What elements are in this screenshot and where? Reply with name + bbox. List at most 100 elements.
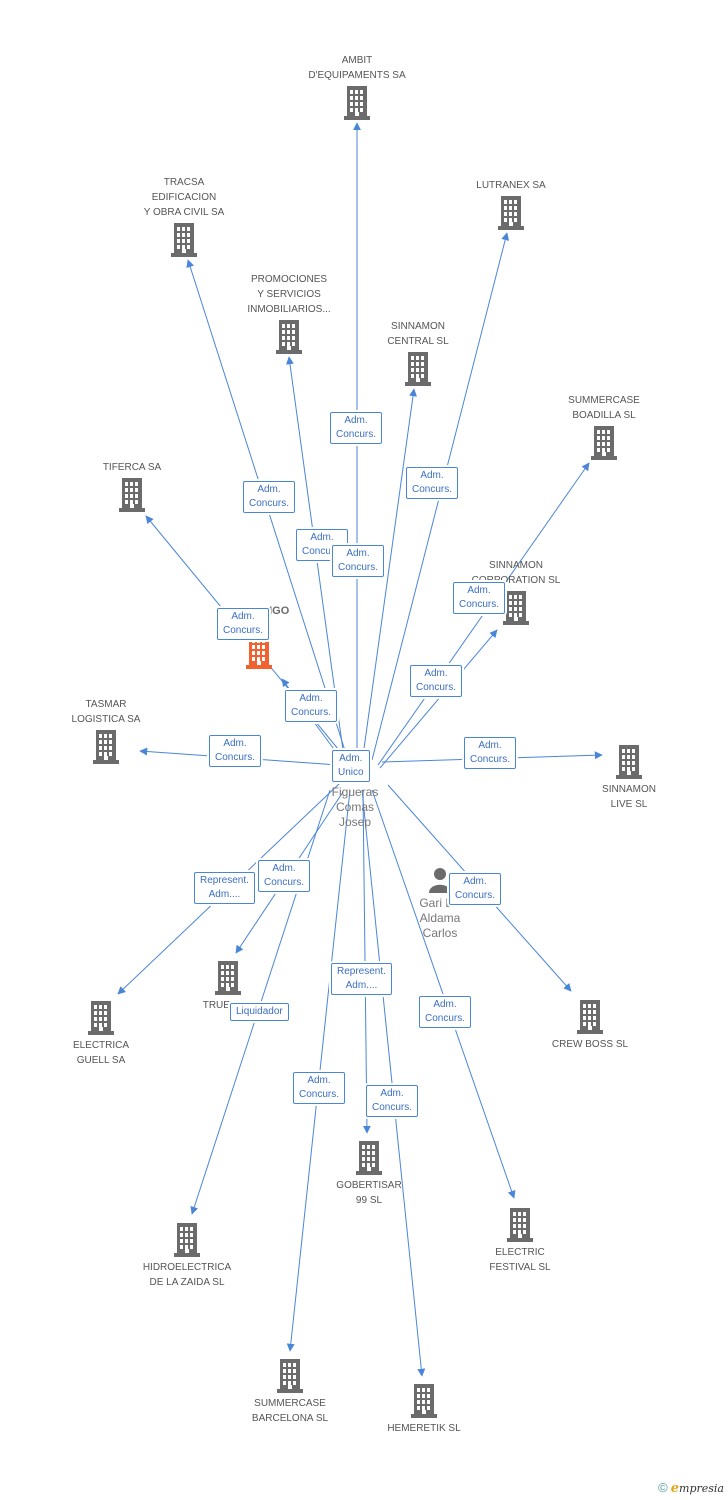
node-label-text: SUMMERCASE BARCELONA SL — [251, 1398, 329, 1424]
node-summercase_boadilla-icon-wrap[interactable] — [591, 426, 617, 460]
node-hidroelectrica-label[interactable]: HIDROELECTRICA DE LA ZAIDA SL — [112, 1260, 262, 1290]
node-crew_boss-icon-wrap[interactable] — [577, 1000, 603, 1034]
node-tasmar-label[interactable]: TASMAR LOGISTICA SA — [31, 697, 181, 727]
relation-badge-promociones[interactable]: Adm. Concurs. — [296, 529, 349, 561]
node-sinnamon_corporation-label[interactable]: SINNAMON CORPORATION SL — [441, 558, 591, 588]
node-electric_festival-icon-wrap[interactable] — [507, 1208, 533, 1242]
building-icon — [411, 1384, 437, 1418]
node-label-text: TIFERCA SA — [102, 462, 162, 473]
node-canonigo-icon-wrap[interactable] — [246, 635, 272, 669]
building-icon — [277, 1359, 303, 1393]
building-icon — [591, 426, 617, 460]
relation-badge-canonigo[interactable]: Adm. Concurs. — [285, 690, 338, 722]
relation-badge-tasmar[interactable]: Adm. Concurs. — [209, 735, 262, 767]
relation-badge-gobertisar[interactable]: Represent. Adm.... — [331, 963, 392, 995]
node-label-text: TRACSA EDIFICACION Y OBRA CIVIL SA — [143, 177, 225, 218]
relation-badge-lutranex[interactable]: Adm. Concurs. — [406, 467, 459, 499]
node-label-text: AMBIT D'EQUIPAMENTS SA — [308, 55, 406, 81]
node-ambit-icon-wrap[interactable] — [344, 86, 370, 120]
building-icon — [577, 1000, 603, 1034]
building-icon — [174, 1223, 200, 1257]
node-label-text: TASMAR LOGISTICA SA — [71, 699, 141, 725]
relation-badge-tracsa[interactable]: Adm. Concurs. — [243, 481, 296, 513]
node-lutranex-label[interactable]: LUTRANEX SA — [436, 178, 586, 193]
building-icon — [171, 223, 197, 257]
brand-name: mpresia — [679, 1482, 724, 1495]
node-summercase_barcelona-label[interactable]: SUMMERCASE BARCELONA SL — [215, 1396, 365, 1426]
node-sinnamon_live-label[interactable]: SINNAMON LIVE SL — [554, 782, 704, 812]
node-summercase_barcelona-icon-wrap[interactable] — [277, 1359, 303, 1393]
building-icon — [503, 591, 529, 625]
node-hemeretik-label[interactable]: HEMERETIK SL — [349, 1421, 499, 1436]
relation-badge-canonigo[interactable]: Adm. Unico — [332, 750, 370, 782]
node-gobertisar-icon-wrap[interactable] — [356, 1141, 382, 1175]
node-tasmar-icon-wrap[interactable] — [93, 730, 119, 764]
node-label-text: PROMOCIONES Y SERVICIOS INMOBILIARIOS... — [247, 274, 331, 315]
relation-badge-ambit[interactable]: Adm. Concurs. — [330, 412, 383, 444]
node-label-text: HIDROELECTRICA DE LA ZAIDA SL — [142, 1262, 232, 1288]
building-icon — [93, 730, 119, 764]
footer-brand: © empresia — [658, 1480, 724, 1496]
node-tracsa-label[interactable]: TRACSA EDIFICACION Y OBRA CIVIL SA — [109, 175, 259, 220]
building-icon — [498, 196, 524, 230]
edge-figueras-to-summercase_boadilla — [377, 462, 590, 766]
building-icon — [215, 961, 241, 995]
relation-badge-hidroelectrica[interactable]: Liquidador — [230, 1003, 289, 1021]
edge-figueras-to-summercase_barcelona — [286, 789, 351, 1352]
node-gari-icon-wrap[interactable] — [428, 867, 452, 893]
building-icon — [405, 352, 431, 386]
edge-figueras-to-electric_festival — [371, 789, 516, 1199]
node-summercase_boadilla-label[interactable]: SUMMERCASE BOADILLA SL — [529, 393, 679, 423]
relation-badge-sinnamon_central[interactable]: Adm. Concurs. — [332, 545, 385, 577]
node-figueras-label[interactable]: Figueras Comas Josep — [280, 785, 430, 830]
node-sinnamon_corporation-icon-wrap[interactable] — [503, 591, 529, 625]
relation-badge-hemeretik[interactable]: Adm. Concurs. — [366, 1085, 419, 1117]
node-tiferca-icon-wrap[interactable] — [119, 478, 145, 512]
relation-badge-electric_festival[interactable]: Adm. Concurs. — [419, 996, 472, 1028]
building-icon — [344, 86, 370, 120]
relation-badge-true_fa[interactable]: Adm. Concurs. — [258, 860, 311, 892]
relation-badge-sinnamon_corporation[interactable]: Adm. Concurs. — [410, 665, 463, 697]
node-true_fa-icon-wrap[interactable] — [215, 961, 241, 995]
node-sinnamon_central-label[interactable]: SINNAMON CENTRAL SL — [343, 319, 493, 349]
building-icon — [276, 320, 302, 354]
node-promociones-label[interactable]: PROMOCIONES Y SERVICIOS INMOBILIARIOS... — [214, 272, 364, 317]
node-electrica_guell-label[interactable]: ELECTRICA GUELL SA — [26, 1038, 176, 1068]
node-electrica_guell-icon-wrap[interactable] — [88, 1001, 114, 1035]
building-icon — [119, 478, 145, 512]
brand-logo-initial: e — [670, 1481, 680, 1496]
node-label-text: LUTRANEX SA — [476, 180, 546, 191]
node-label-text: SINNAMON LIVE SL — [602, 784, 656, 810]
relation-badge-crew_boss[interactable]: Adm. Concurs. — [449, 873, 502, 905]
node-label-text: HEMERETIK SL — [387, 1423, 461, 1434]
node-crew_boss-label[interactable]: CREW BOSS SL — [515, 1037, 665, 1052]
node-sinnamon_live-icon-wrap[interactable] — [616, 745, 642, 779]
node-gari-label[interactable]: Gari De Aldama Carlos — [365, 896, 515, 941]
relation-badge-electrica_guell[interactable]: Represent. Adm.... — [194, 872, 255, 904]
node-label-text: GOBERTISAR 99 SL — [336, 1180, 402, 1206]
person-icon — [429, 868, 451, 893]
relation-badge-summercase_boadilla[interactable]: Adm. Concurs. — [453, 582, 506, 614]
building-icon — [507, 1208, 533, 1242]
node-gobertisar-label[interactable]: GOBERTISAR 99 SL — [294, 1178, 444, 1208]
edge-figueras-to-gobertisar — [362, 789, 371, 1134]
node-hidroelectrica-icon-wrap[interactable] — [174, 1223, 200, 1257]
node-label-text: SINNAMON CENTRAL SL — [387, 321, 449, 347]
relation-badge-summercase_barcelona[interactable]: Adm. Concurs. — [293, 1072, 346, 1104]
relation-badge-sinnamon_live[interactable]: Adm. Concurs. — [464, 737, 517, 769]
node-electric_festival-label[interactable]: ELECTRIC FESTIVAL SL — [445, 1245, 595, 1275]
node-tracsa-icon-wrap[interactable] — [171, 223, 197, 257]
node-hemeretik-icon-wrap[interactable] — [411, 1384, 437, 1418]
node-lutranex-icon-wrap[interactable] — [498, 196, 524, 230]
node-label-text: SUMMERCASE BOADILLA SL — [568, 395, 640, 421]
edge-figueras-to-hemeretik — [361, 789, 426, 1377]
node-label-text: SINNAMON CORPORATION SL — [471, 560, 561, 586]
building-icon — [88, 1001, 114, 1035]
node-ambit-label[interactable]: AMBIT D'EQUIPAMENTS SA — [282, 53, 432, 83]
node-promociones-icon-wrap[interactable] — [276, 320, 302, 354]
relation-badge-tiferca[interactable]: Adm. Concurs. — [217, 608, 270, 640]
node-sinnamon_central-icon-wrap[interactable] — [405, 352, 431, 386]
edge-figueras-to-sinnamon_central — [361, 388, 417, 764]
node-label-text: CREW BOSS SL — [551, 1039, 629, 1050]
node-tiferca-label[interactable]: TIFERCA SA — [57, 460, 207, 475]
